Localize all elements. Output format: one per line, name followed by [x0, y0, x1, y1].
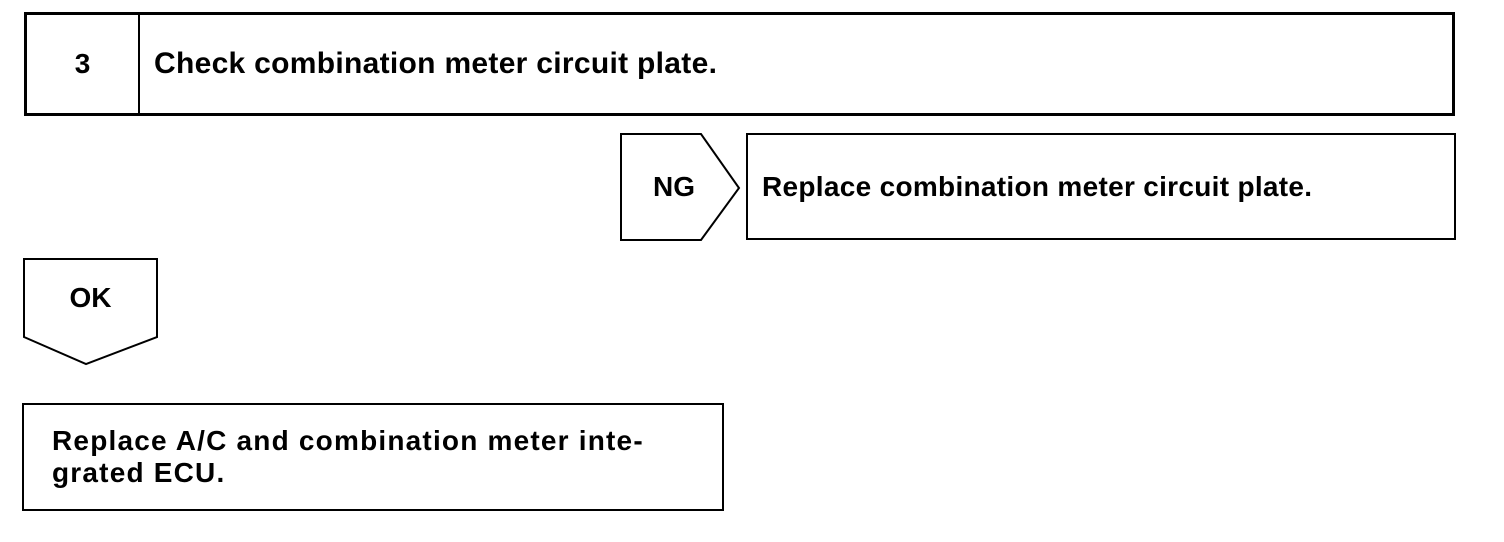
ng-label: NG [653, 171, 695, 202]
ng-arrow-shape [620, 133, 741, 241]
ok-action-line-2: grated ECU. [52, 457, 226, 488]
step-box: 3 Check combination meter circuit plate. [24, 12, 1455, 116]
ok-label: OK [69, 282, 112, 313]
ok-action-box: Replace A/C and combination meter inte- … [22, 403, 724, 511]
step-number: 3 [27, 15, 140, 113]
ok-arrow-shape [23, 258, 158, 366]
ng-action-box: Replace combination meter circuit plate. [746, 133, 1456, 240]
ok-action-line-1: Replace A/C and combination meter inte- [52, 425, 644, 456]
step-title: Check combination meter circuit plate. [154, 47, 718, 80]
